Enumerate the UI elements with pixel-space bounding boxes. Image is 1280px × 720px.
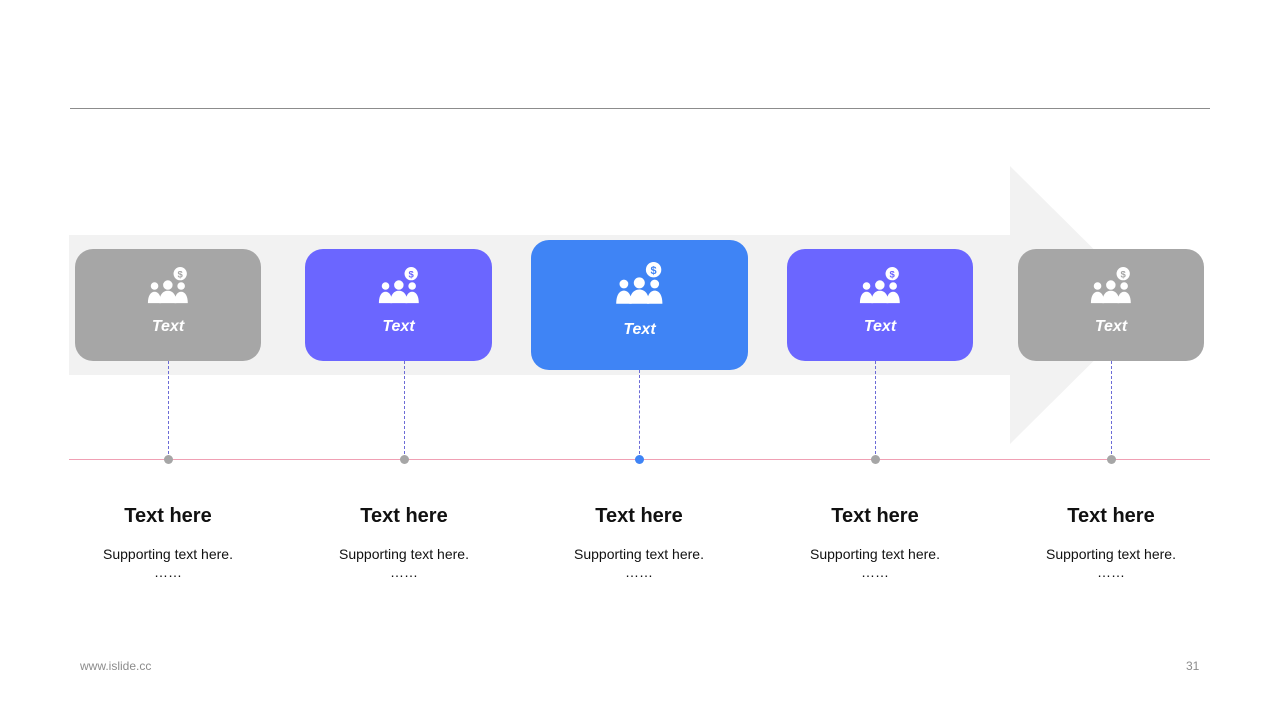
step-ellipsis: …… — [154, 564, 182, 580]
step-card-label: Text — [151, 318, 185, 335]
step-ellipsis: …… — [390, 564, 418, 580]
top-rule — [70, 108, 1210, 109]
step-dot-5 — [1106, 455, 1116, 464]
svg-text:$: $ — [1121, 269, 1127, 280]
step-connector-2 — [404, 361, 405, 459]
step-dot-2 — [399, 455, 409, 464]
people-money-icon: $ — [614, 262, 665, 311]
step-connector-5 — [1111, 361, 1112, 459]
step-card-label: Text — [1094, 318, 1128, 335]
step-connector-3 — [639, 370, 640, 459]
svg-text:$: $ — [178, 269, 184, 280]
people-money-icon: $ — [858, 267, 902, 310]
step-connector-4 — [875, 361, 876, 459]
step-card-5[interactable]: $ Text — [1018, 249, 1204, 361]
step-card-label: Text — [382, 318, 415, 335]
step-supporting-text: Supporting text here. — [339, 546, 469, 562]
step-dot-4 — [870, 455, 880, 464]
step-heading: Text here — [360, 505, 448, 527]
step-card-4[interactable]: $ Text — [787, 249, 973, 361]
people-money-icon: $ — [146, 267, 190, 310]
step-ellipsis: …… — [1097, 564, 1125, 580]
step-supporting-text: Supporting text here. — [574, 546, 704, 562]
step-heading: Text here — [595, 505, 683, 527]
step-card-1[interactable]: $ Text — [75, 249, 261, 361]
step-ellipsis: …… — [625, 564, 653, 580]
step-dot-3 — [634, 455, 644, 464]
step-card-label: Text — [863, 318, 897, 335]
people-money-icon: $ — [377, 267, 421, 310]
step-heading: Text here — [1067, 505, 1155, 527]
step-card-2[interactable]: $ Text — [305, 249, 492, 361]
step-connector-1 — [168, 361, 169, 459]
step-card-label: Text — [623, 321, 656, 338]
step-heading: Text here — [124, 505, 212, 527]
step-heading: Text here — [831, 505, 919, 527]
step-card-3[interactable]: $ Text — [531, 240, 748, 370]
step-supporting-text: Supporting text here. — [1046, 546, 1176, 562]
step-ellipsis: …… — [861, 564, 889, 580]
svg-text:$: $ — [651, 265, 657, 277]
svg-text:$: $ — [890, 269, 896, 280]
svg-text:$: $ — [408, 269, 414, 280]
step-dot-1 — [163, 455, 173, 464]
people-money-icon: $ — [1089, 267, 1133, 310]
footer-url: www.islide.cc — [80, 659, 152, 673]
step-supporting-text: Supporting text here. — [103, 546, 233, 562]
page-number: 31 — [1186, 659, 1200, 673]
step-supporting-text: Supporting text here. — [810, 546, 940, 562]
